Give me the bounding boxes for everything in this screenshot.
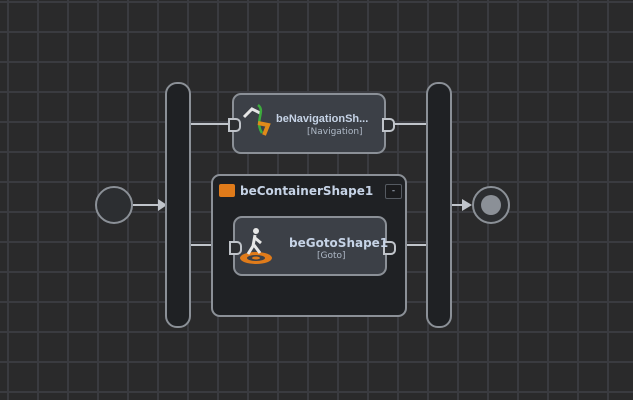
arrow-icon <box>158 199 167 211</box>
navigation-title: beNavigationSh... <box>276 113 369 125</box>
output-port[interactable] <box>382 118 395 132</box>
navigation-icon <box>242 104 271 136</box>
arrow-icon <box>462 199 472 211</box>
fork-bar[interactable] <box>165 82 191 328</box>
input-port[interactable] <box>228 118 241 132</box>
end-node[interactable] <box>472 186 510 224</box>
collapse-button[interactable]: - <box>385 184 402 199</box>
goto-type: [Goto] <box>317 251 346 261</box>
folder-icon <box>219 184 235 197</box>
goto-icon <box>240 228 272 264</box>
goto-title: beGotoShape1 <box>289 236 389 250</box>
start-node[interactable] <box>95 186 133 224</box>
output-port[interactable] <box>383 241 396 255</box>
container-node[interactable]: beContainerShape1 - beGotoShape1 [Goto] <box>211 174 407 317</box>
join-bar[interactable] <box>426 82 452 328</box>
navigation-node[interactable]: beNavigationSh... [Navigation] <box>228 93 395 154</box>
input-port[interactable] <box>229 241 242 255</box>
goto-node[interactable]: beGotoShape1 [Goto] <box>229 216 396 276</box>
navigation-type: [Navigation] <box>307 127 363 137</box>
container-title: beContainerShape1 <box>240 184 374 198</box>
